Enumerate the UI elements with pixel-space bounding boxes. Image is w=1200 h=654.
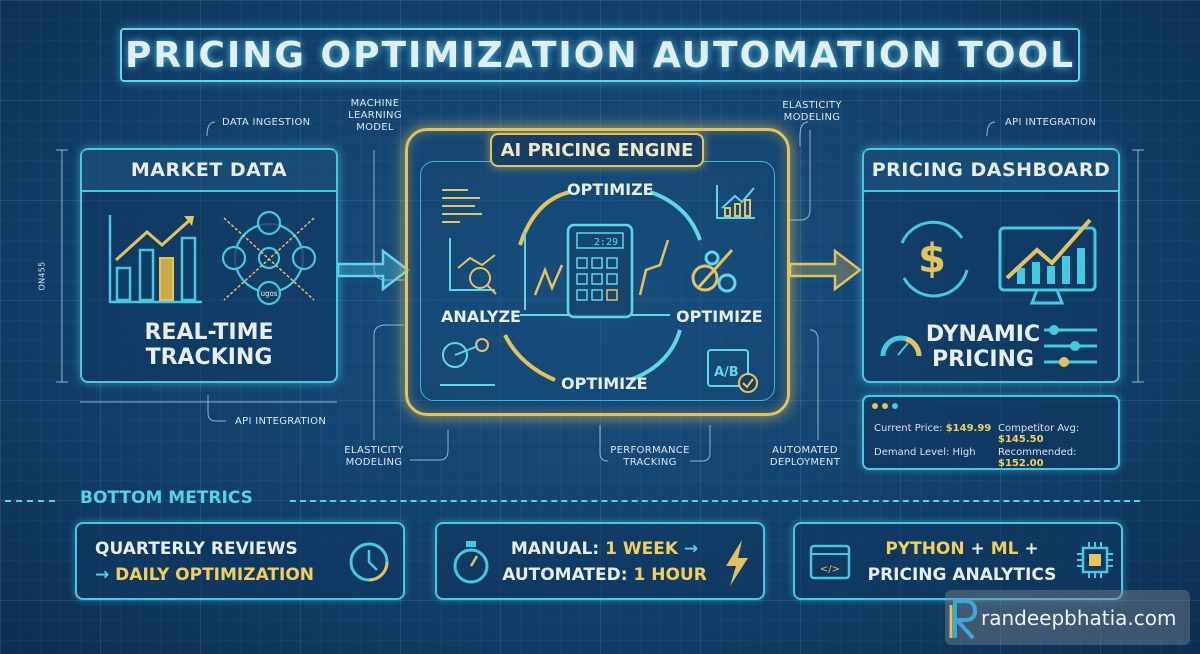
svg-text:A/B: A/B <box>714 365 739 380</box>
growth-chart-icon <box>716 185 755 219</box>
demand-level: Demand Level: High <box>874 447 976 458</box>
current-price: Current Price: $149.99 <box>874 423 992 434</box>
bar-chart-icon <box>108 215 202 304</box>
dollar-cycle-icon: $ <box>900 220 969 298</box>
svg-text:</>: </> <box>820 564 840 575</box>
annotation-data-ingestion: DATA INGESTION <box>222 117 311 128</box>
hub-label: ugos <box>261 290 278 298</box>
metric-card-time-savings: MANUAL: 1 WEEK →AUTOMATED: 1 HOUR <box>435 522 765 600</box>
price-info-panel: Current Price: $149.99 Competitor Avg: $… <box>862 395 1120 470</box>
watermark-text: randeepbhatia.com <box>981 605 1177 630</box>
clock-icon <box>349 542 389 582</box>
sliders-icon <box>1044 325 1097 367</box>
metric-card-review-cycle: QUARTERLY REVIEWS→ DAILY OPTIMIZATION <box>75 522 405 600</box>
logo-r-icon <box>949 598 978 639</box>
arrow-right-cyan-icon <box>338 248 410 292</box>
gears-icon <box>691 248 737 293</box>
step-analyze: ANALYZE <box>441 307 521 326</box>
analyze-icon <box>449 238 497 295</box>
market-data-title: MARKET DATA <box>82 150 336 192</box>
svg-text:2:29: 2:29 <box>594 237 618 248</box>
svg-text:$: $ <box>918 236 946 282</box>
network-hub-icon: ugos <box>221 210 317 306</box>
stopwatch-icon <box>453 541 489 584</box>
window-dot <box>872 403 878 409</box>
divider <box>290 500 1140 502</box>
step-optimize-top: OPTIMIZE <box>567 180 654 199</box>
annotation-api-integration-left: API INTEGRATION <box>235 416 327 427</box>
step-optimize-bottom: OPTIMIZE <box>561 374 648 393</box>
engine-title: AI PRICING ENGINE <box>490 133 704 167</box>
experiment-icon <box>440 338 495 386</box>
engine-cycle-diagram: 2:29 A/B <box>440 185 758 393</box>
bottom-metrics-heading: BOTTOM METRICS <box>80 488 253 508</box>
recommended-price: Recommended: $152.00 <box>998 447 1077 469</box>
code-lines-icon <box>442 189 482 223</box>
arrow-right-gold-icon <box>790 248 862 292</box>
window-dot <box>892 403 898 409</box>
chip-icon <box>1077 542 1113 578</box>
step-optimize-right: OPTIMIZE <box>676 307 763 326</box>
monitor-chart-icon <box>998 218 1097 305</box>
divider <box>5 500 55 502</box>
competitor-avg: Competitor Avg: $145.50 <box>998 423 1080 445</box>
gauge-icon <box>880 335 922 357</box>
metric-card-tech-stack: </> PYTHON + ML +PRICING ANALYTICS <box>793 522 1123 600</box>
annotation-api-integration-right: API INTEGRATION <box>1005 117 1097 128</box>
dashboard-title: PRICING DASHBOARD <box>864 150 1118 192</box>
ab-test-icon: A/B <box>707 349 758 393</box>
page-title: PRICING OPTIMIZATION AUTOMATION TOOL <box>120 28 1080 82</box>
lightning-icon <box>726 540 748 586</box>
window-dot <box>882 403 888 409</box>
code-window-icon: </> <box>809 544 851 580</box>
watermark: randeepbhatia.com <box>945 590 1190 645</box>
